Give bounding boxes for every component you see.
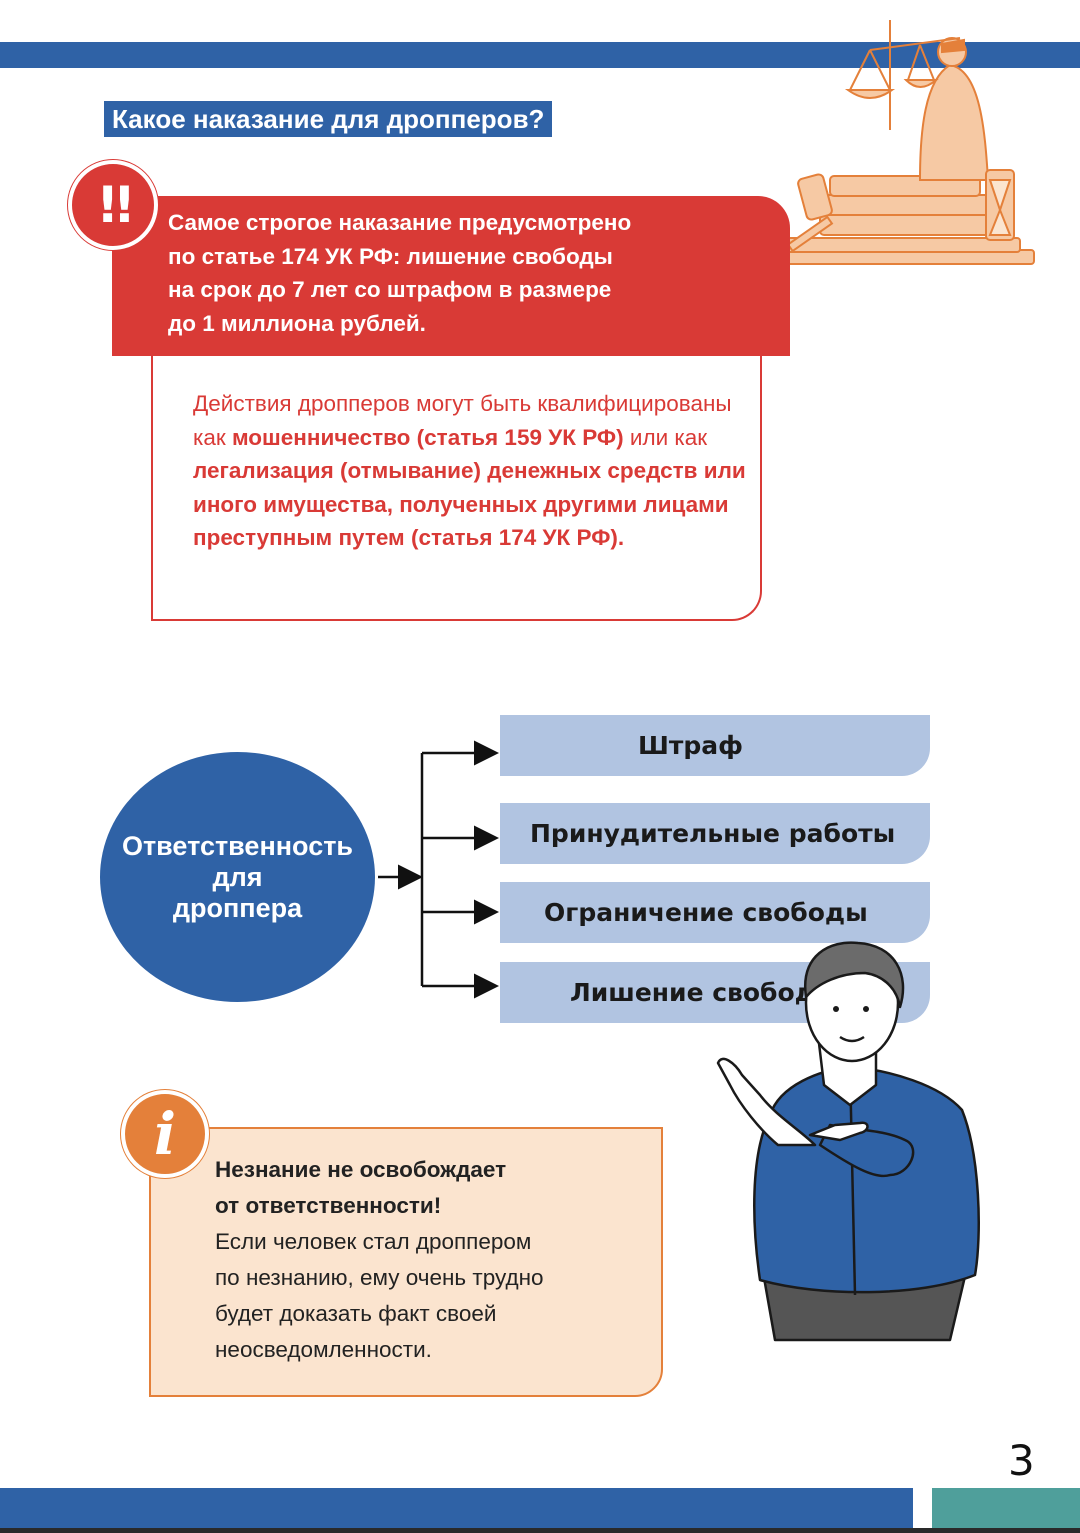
info-heading-line: от ответственности! — [215, 1193, 442, 1218]
penalty-label: Ограничение свободы — [544, 898, 868, 927]
responsibility-circle: Ответственность для дроппера — [100, 752, 375, 1002]
double-exclamation-icon: !! — [68, 160, 158, 250]
info-icon: i — [121, 1090, 209, 1178]
info-body-line: по незнанию, ему очень трудно — [215, 1265, 544, 1290]
info-body-line: неосведомленности. — [215, 1337, 432, 1362]
bottom-line — [0, 1528, 1080, 1533]
penalty-label: Принудительные работы — [530, 819, 896, 848]
actions-text-part: или как — [623, 424, 708, 450]
penalty-label: Лишение свободы — [570, 978, 838, 1007]
penalty-fine: Штраф — [500, 715, 930, 776]
connector-arrows — [378, 740, 499, 999]
warning-text: Самое строгое наказание предусмотрено по… — [168, 206, 768, 340]
actions-text: Действия дропперов могут быть квалифицир… — [193, 387, 753, 555]
info-heading-line: Незнание не освобождает — [215, 1157, 507, 1182]
man-illustration — [716, 941, 980, 1342]
circle-line: Ответственность — [121, 830, 354, 861]
fraud-emphasis: мошенничество (статья 159 УК РФ) — [231, 424, 624, 450]
page-number: 3 — [1008, 1436, 1035, 1485]
circle-line: для — [212, 861, 263, 892]
penalty-label: Штраф — [638, 731, 743, 760]
info-box: Незнание не освобождает от ответственнос… — [149, 1127, 663, 1397]
info-body-line: Если человек стал дроппером — [215, 1229, 532, 1254]
warning-line: на срок до 7 лет со штрафом в размере — [168, 277, 612, 302]
justice-illustration — [723, 20, 1035, 265]
penalty-restriction: Ограничение свободы — [500, 882, 930, 943]
info-text: Незнание не освобождает от ответственнос… — [215, 1152, 645, 1368]
actions-text-part: Действия дропперов могут быть квалифицир… — [193, 391, 732, 450]
legalization-emphasis: легализация (отмывание) денежных средств… — [193, 458, 746, 550]
bottom-bar-blue — [0, 1488, 913, 1528]
warning-line: до 1 миллиона рублей. — [168, 310, 426, 336]
actions-box: Действия дропперов могут быть квалифицир… — [151, 356, 762, 621]
page-title: Какое наказание для дропперов? — [104, 101, 553, 137]
info-body-line: будет доказать факт своей — [215, 1301, 497, 1326]
penalty-forced-labor: Принудительные работы — [500, 803, 930, 864]
bottom-bar-teal — [932, 1488, 1080, 1528]
warning-line: Самое строгое наказание предусмотрено — [168, 210, 632, 235]
circle-line: дроппера — [172, 892, 303, 923]
warning-line: по статье 174 УК РФ: лишение свободы — [168, 243, 613, 269]
warning-box: Самое строгое наказание предусмотрено по… — [112, 196, 790, 356]
